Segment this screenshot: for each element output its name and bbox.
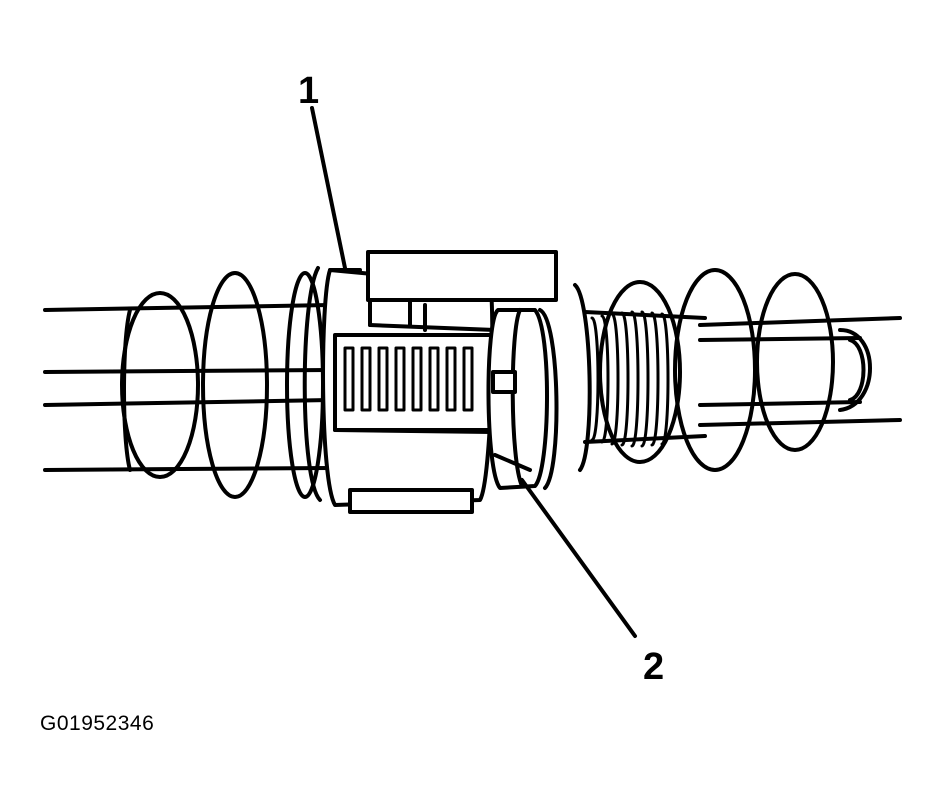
shock-shaft-right — [698, 316, 902, 427]
cooling-fins — [343, 346, 474, 412]
callout-1: 1 — [298, 70, 320, 112]
leader-line-2 — [520, 478, 637, 638]
coil-spring-right-compressed — [583, 310, 707, 448]
retaining-plate — [486, 308, 559, 490]
callout-2: 2 — [643, 646, 665, 688]
coil-spring-right — [573, 268, 835, 472]
spring-compressor-tool — [302, 250, 558, 514]
leader-line-1 — [310, 106, 347, 270]
figure-id: G01952346 — [40, 712, 155, 735]
coil-spring-left — [120, 271, 325, 499]
